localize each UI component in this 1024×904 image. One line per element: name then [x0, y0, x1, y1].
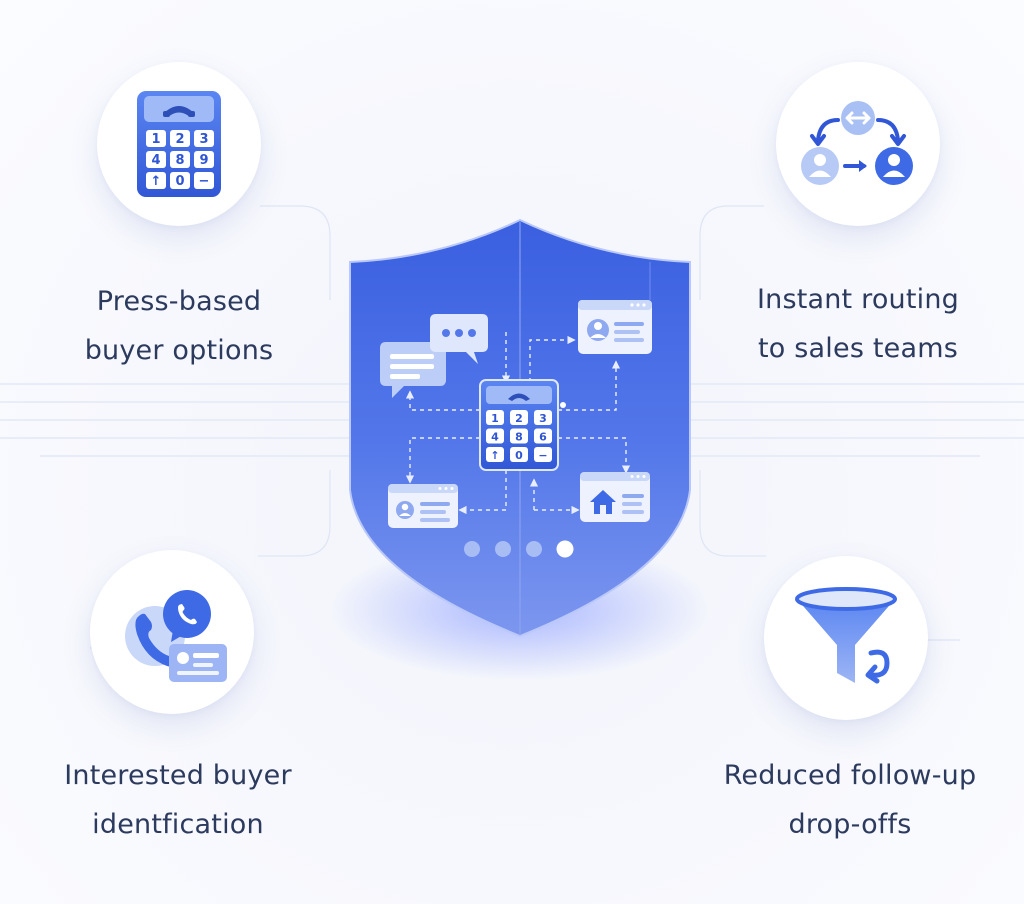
- keypad-key-label: 2: [515, 412, 523, 425]
- keypad-key: [510, 428, 528, 444]
- keypad-key: [194, 172, 214, 189]
- pagination-dot: [495, 541, 511, 557]
- funnel-return-icon: [795, 587, 897, 684]
- pagination-dot: [464, 541, 480, 557]
- center-keypad-icon: 1 2 3 4 8 6 ↑ 0 −: [479, 379, 559, 471]
- keypad-key-label: ↑: [151, 174, 162, 189]
- keypad-key: [194, 151, 214, 168]
- keypad-key: [510, 447, 528, 462]
- keypad-key-label: 1: [491, 412, 499, 425]
- keypad-key-label: 0: [175, 174, 184, 189]
- feature-title-line2: buyer options: [84, 335, 274, 366]
- keypad-key-label: 8: [515, 431, 523, 444]
- feature-title-line2: drop-offs: [788, 809, 912, 840]
- keypad-key-label: ↑: [490, 449, 499, 462]
- profile-card-icon: [578, 300, 652, 354]
- keypad-key-label: −: [199, 174, 210, 189]
- keypad-key-label: 4: [151, 153, 160, 168]
- feature-title-line1: Interested buyer: [64, 760, 292, 791]
- feature-circle-instant-routing: [776, 62, 940, 226]
- keypad-key-label: 2: [175, 132, 184, 147]
- keypad-key-label: 0: [515, 449, 523, 462]
- keypad-key: [146, 130, 166, 147]
- keypad-key-label: 4: [491, 431, 499, 444]
- keypad-key-label: −: [538, 449, 547, 462]
- keypad-key: [194, 130, 214, 147]
- keypad-key: [170, 130, 190, 147]
- feature-label-follow-up: Reduced follow-up drop-offs: [700, 751, 1000, 849]
- chat-bubbles-icon: [380, 314, 488, 398]
- feature-label-press-options: Press-based buyer options: [48, 277, 310, 375]
- keypad-key-label: 6: [539, 431, 547, 444]
- feature-title-line1: Instant routing: [756, 284, 960, 315]
- keypad-key: [486, 410, 504, 425]
- keypad-key: [146, 172, 166, 189]
- profile-card-icon: [388, 484, 458, 528]
- keypad-key-label: 3: [539, 412, 547, 425]
- pagination-dot: [526, 541, 542, 557]
- phone-chat-card-icon: [125, 590, 227, 682]
- routing-users-icon: [801, 101, 913, 185]
- feature-circle-buyer-identification: [90, 550, 254, 714]
- keypad-key-label: 3: [199, 132, 208, 147]
- keypad-key: [170, 172, 190, 189]
- feature-title-line2: to sales teams: [758, 333, 958, 364]
- keypad-key: [146, 151, 166, 168]
- keypad-key: [534, 447, 552, 462]
- keypad-key-label: 9: [199, 153, 208, 168]
- keypad-key: [170, 151, 190, 168]
- keypad-key: [486, 447, 504, 462]
- feature-circle-follow-up: [764, 556, 928, 720]
- pagination-dot: [556, 540, 574, 558]
- keypad-key-label: 8: [175, 153, 184, 168]
- feature-label-instant-routing: Instant routing to sales teams: [720, 275, 996, 373]
- feature-title-line1: Press-based: [96, 286, 262, 317]
- feature-title-line2: identfication: [92, 809, 264, 840]
- keypad-key-label: 1: [151, 132, 160, 147]
- pagination-dots: [464, 540, 574, 558]
- keypad-key: [486, 428, 504, 444]
- keypad-key: [510, 410, 528, 425]
- feature-label-buyer-identification: Interested buyer identfication: [30, 751, 326, 849]
- keypad-key: [534, 410, 552, 425]
- home-card-icon: [580, 472, 650, 522]
- feature-title-line1: Reduced follow-up: [723, 760, 977, 791]
- keypad-key: [534, 428, 552, 444]
